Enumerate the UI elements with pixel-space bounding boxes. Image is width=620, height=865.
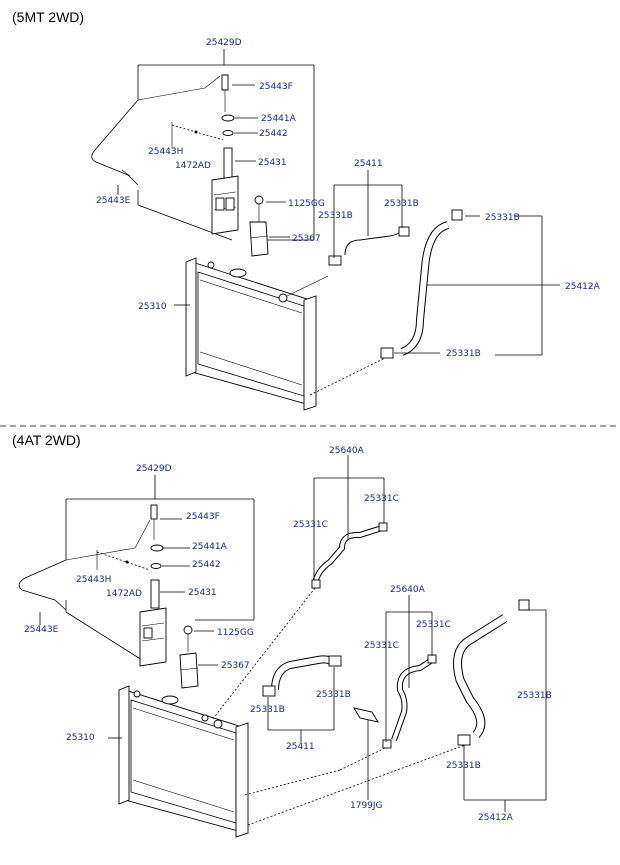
- label-25411: 25411: [286, 742, 315, 752]
- label-25443E: 25443E: [96, 196, 131, 206]
- label-25431: 25431: [188, 588, 217, 598]
- reservoir-cap-parts-4at: [96, 504, 164, 571]
- label-25443F: 25443F: [259, 82, 293, 92]
- reservoir-tank-4at: [139, 579, 167, 667]
- section-title-5mt: (5MT 2WD): [12, 9, 85, 25]
- label-25331B: 25331B: [316, 690, 351, 700]
- label-25331C: 25331C: [364, 494, 399, 504]
- reservoir-tank: [211, 147, 239, 235]
- label-25443H: 25443H: [148, 147, 183, 157]
- label-25331B: 25331B: [485, 213, 520, 223]
- label-25331B: 25331B: [446, 761, 481, 771]
- label-25331B: 25331B: [318, 211, 353, 221]
- label-25431: 25431: [258, 158, 287, 168]
- label-25441A: 25441A: [261, 114, 297, 124]
- overflow-hose: [91, 99, 139, 186]
- label-1472AD: 1472AD: [175, 161, 211, 171]
- label-25367: 25367: [221, 661, 250, 671]
- label-25429D: 25429D: [136, 464, 172, 474]
- label-25331B: 25331B: [384, 199, 419, 209]
- label-25367: 25367: [292, 234, 321, 244]
- label-25331C: 25331C: [416, 620, 451, 630]
- label-25331C: 25331C: [293, 520, 328, 530]
- mounting-bracket-4at: [179, 625, 199, 689]
- label-25442: 25442: [259, 129, 288, 139]
- label-25412A: 25412A: [478, 813, 514, 823]
- label-25443F: 25443F: [186, 512, 220, 522]
- label-25442: 25442: [192, 560, 221, 570]
- label-25310: 25310: [66, 733, 95, 743]
- section-4at: 25429D 25443F 25441A 25442 25443H 1472AD…: [18, 446, 552, 838]
- radiator-5mt: [185, 257, 329, 411]
- label-25429D: 25429D: [206, 38, 242, 48]
- overflow-hose-4at: [18, 559, 67, 611]
- label-25640A: 25640A: [390, 585, 426, 595]
- mounting-bracket: [249, 195, 269, 257]
- label-25441A: 25441A: [192, 542, 228, 552]
- label-1472AD: 1472AD: [106, 589, 142, 599]
- label-25412A: 25412A: [565, 282, 601, 292]
- section-title-4at: (4AT 2WD): [12, 432, 81, 448]
- label-25443E: 25443E: [24, 625, 59, 635]
- label-25640A: 25640A: [329, 446, 365, 456]
- label-1799JG: 1799JG: [350, 801, 383, 811]
- label-25331B: 25331B: [250, 705, 285, 715]
- label-25443H: 25443H: [76, 575, 111, 585]
- label-25411: 25411: [354, 159, 383, 169]
- label-1125GG: 1125GG: [288, 199, 325, 209]
- label-25331B: 25331B: [517, 691, 552, 701]
- upper-hose: [344, 229, 403, 256]
- label-25331B: 25331B: [446, 349, 481, 359]
- label-25310: 25310: [138, 302, 167, 312]
- label-1125GG: 1125GG: [217, 628, 254, 638]
- label-25331C: 25331C: [364, 641, 399, 651]
- section-5mt: 25429D 25443F 25441A 25442 25443H 1472AD…: [91, 38, 601, 411]
- radiator-4at: [118, 685, 249, 838]
- reservoir-cap-parts: [171, 74, 235, 148]
